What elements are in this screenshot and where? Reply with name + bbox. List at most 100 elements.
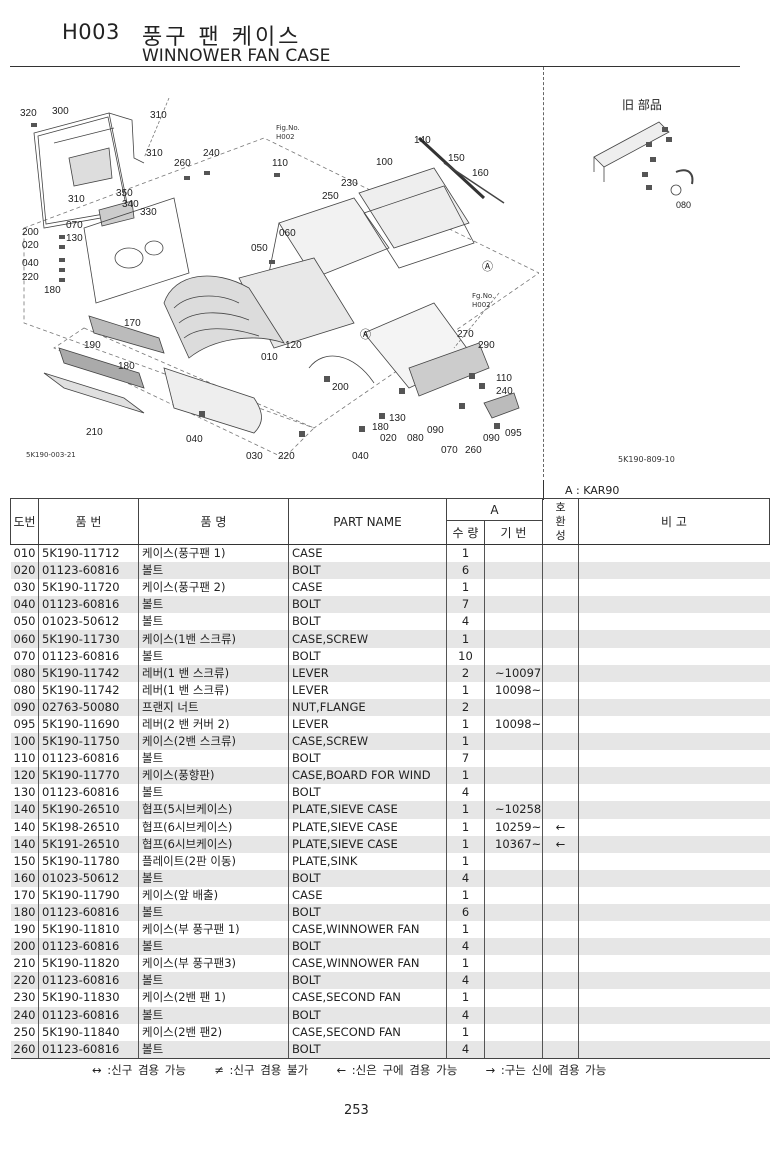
remarks-cell	[578, 818, 770, 836]
part-name-cell: CASE,WINNOWER FAN	[288, 955, 447, 973]
old-part-callout: 080	[676, 200, 691, 210]
name-ko-cell: 케이스(2밴 스크류)	[138, 733, 289, 751]
part-no-cell: 5K190-11780	[38, 852, 139, 870]
qty-cell: 10	[446, 647, 485, 665]
col-serial: 기 번	[484, 520, 543, 545]
serial-cell: 10098~	[484, 715, 543, 734]
remarks-cell	[578, 596, 770, 614]
interchange-cell	[542, 1040, 579, 1059]
ref-cell: 030	[13, 580, 36, 595]
serial-cell	[484, 869, 543, 887]
callout: 130	[389, 413, 406, 424]
qty-cell: 7	[446, 750, 485, 768]
serial-cell	[484, 767, 543, 785]
callout: 200	[22, 227, 39, 238]
serial-cell	[484, 972, 543, 990]
remarks-cell	[578, 1023, 770, 1041]
callout: 130	[66, 233, 83, 244]
callout: 220	[278, 451, 295, 462]
qty-cell: 4	[446, 1006, 485, 1024]
qty-cell: 4	[446, 784, 485, 802]
serial-cell	[484, 784, 543, 802]
callout: 090	[427, 425, 444, 436]
callout: 180	[118, 361, 135, 372]
remarks-cell	[578, 972, 770, 990]
name-ko-cell: 볼트	[138, 562, 289, 580]
part-name-cell: CASE,WINNOWER FAN	[288, 921, 447, 939]
col-part-no: 품 번	[38, 498, 139, 545]
name-ko-cell: 케이스(풍구팬 1)	[138, 544, 289, 563]
remarks-cell	[578, 784, 770, 802]
part-name-cell: CASE	[288, 886, 447, 904]
name-ko-cell: 레버(2 밴 커버 2)	[138, 715, 289, 734]
remarks-cell	[578, 989, 770, 1007]
name-ko-cell: 프랜지 너트	[138, 698, 289, 716]
interchange-cell	[542, 698, 579, 716]
remarks-cell	[578, 630, 770, 648]
qty-cell: 1	[446, 1023, 485, 1041]
part-no-cell: 01123-60816	[38, 647, 139, 665]
name-ko-cell: 플레이트(2판 이동)	[138, 852, 289, 870]
remarks-cell	[578, 544, 770, 563]
callout: 230	[341, 178, 358, 189]
callout: 140	[414, 135, 431, 146]
remarks-cell	[578, 1040, 770, 1059]
ref-cell: 250	[13, 1024, 36, 1039]
callout: 250	[322, 191, 339, 202]
ref-cell: 130	[13, 785, 36, 800]
part-name-cell: CASE,SECOND FAN	[288, 1023, 447, 1041]
old-parts-title: 旧 部品	[622, 98, 662, 112]
callout: 040	[186, 434, 203, 445]
name-ko-cell: 협프(6시브케이스)	[138, 818, 289, 836]
interchange-cell	[542, 869, 579, 887]
header-rule	[10, 66, 740, 67]
remarks-cell	[578, 579, 770, 597]
part-name-cell: CASE	[288, 579, 447, 597]
interchange-cell	[542, 613, 579, 631]
part-no-cell: 5K190-11840	[38, 1023, 139, 1041]
old-parts-diagram: 080	[593, 121, 694, 210]
serial-cell	[484, 921, 543, 939]
ref-cell: 120	[10, 767, 39, 785]
serial-cell	[484, 852, 543, 870]
qty-cell: 6	[446, 562, 485, 580]
serial-cell	[484, 647, 543, 665]
serial-cell	[484, 886, 543, 904]
callout: 220	[22, 272, 39, 283]
part-no-cell: 5K190-26510	[38, 801, 139, 819]
part-no-cell: 01123-60816	[38, 903, 139, 922]
part-name-cell: CASE,SCREW	[288, 733, 447, 751]
serial-cell: ~10258	[484, 801, 543, 819]
ref-cell: 150	[13, 853, 36, 868]
name-ko-cell: 레버(1 밴 스크류)	[138, 681, 289, 699]
callout: Ⓐ	[360, 328, 371, 341]
part-no-cell: 5K198-26510	[38, 818, 139, 836]
interchange-cell	[542, 681, 579, 699]
part-name-cell: CASE,SCREW	[288, 630, 447, 648]
name-ko-cell: 볼트	[138, 1006, 289, 1024]
ref-cell: 210	[13, 956, 36, 971]
part-name-cell: BOLT	[288, 562, 447, 580]
qty-cell: 4	[446, 938, 485, 956]
part-no-cell: 5K190-11742	[38, 681, 139, 699]
ref-cell: 160	[10, 869, 39, 887]
qty-cell: 1	[446, 579, 485, 597]
interchange-cell	[542, 989, 579, 1007]
remarks-cell	[578, 801, 770, 819]
ref-cell: 110	[13, 751, 36, 766]
part-name-cell: CASE	[288, 544, 447, 563]
callout: 110	[496, 373, 512, 384]
qty-cell: 1	[446, 921, 485, 939]
interchange-cell	[542, 630, 579, 648]
name-ko-cell: 볼트	[138, 784, 289, 802]
callout: 310	[68, 194, 85, 205]
part-no-cell: 01023-50612	[38, 869, 139, 887]
part-name-cell: BOLT	[288, 869, 447, 887]
part-no-cell: 5K190-11712	[38, 544, 139, 563]
part-name-cell: BOLT	[288, 1040, 447, 1059]
name-ko-cell: 케이스(앞 배출)	[138, 886, 289, 904]
